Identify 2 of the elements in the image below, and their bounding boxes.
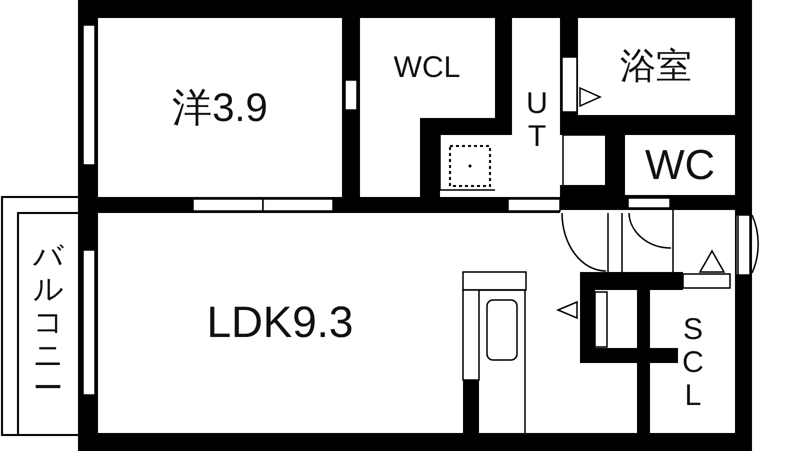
room-label: 洋3.9: [172, 88, 268, 128]
room-label: 浴室: [620, 48, 692, 84]
